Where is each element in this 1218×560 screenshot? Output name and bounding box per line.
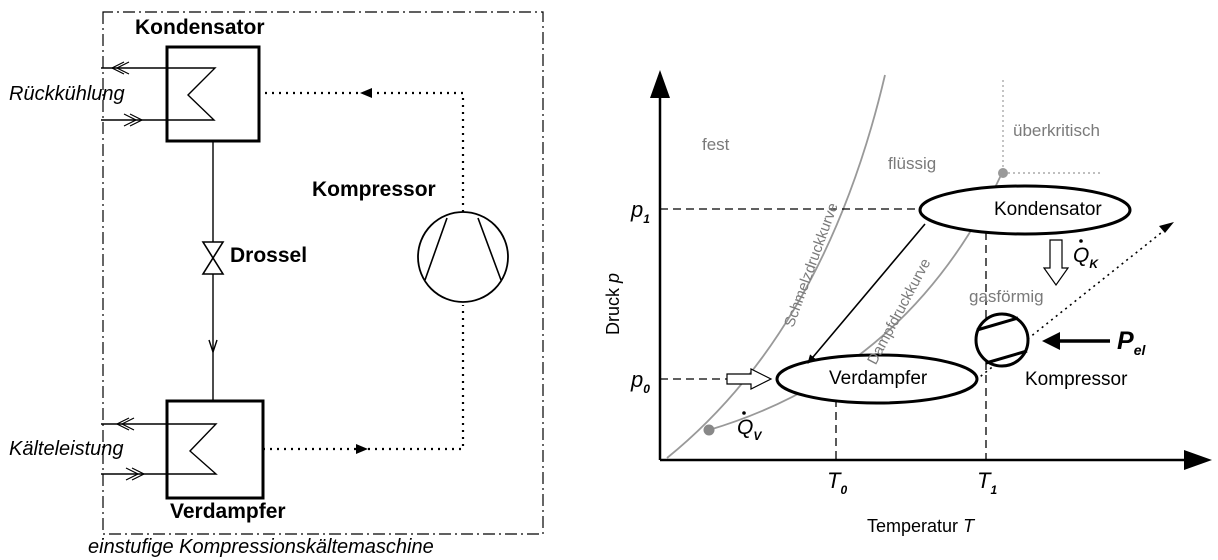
y-axis-title: Druck p — [603, 272, 623, 335]
condenser-coil-icon — [101, 67, 217, 121]
region-solid-label: fest — [702, 135, 730, 154]
suction-line — [263, 305, 465, 451]
pel-symbol: P — [1117, 327, 1134, 355]
p0-subscript: 0 — [643, 382, 650, 396]
cooling-capacity-label: Kälteleistung — [9, 438, 124, 460]
condenser-out-arrow-icon — [110, 61, 130, 75]
region-gas-label: gasförmig — [969, 287, 1044, 306]
x-axis-symbol: T — [963, 516, 975, 536]
compressor-triangle-lines — [424, 217, 502, 281]
pressure-line — [259, 91, 465, 212]
suction-arrow-icon — [356, 444, 368, 454]
evaporator-label: Verdampfer — [170, 500, 286, 523]
evaporator-out-arrow-icon — [115, 417, 135, 431]
T0-symbol: T — [827, 468, 841, 493]
diagram-compressor-label: Kompressor — [1025, 369, 1128, 390]
compression-arrow-icon — [1159, 222, 1174, 233]
liquid-line-arrow-icon — [208, 339, 218, 355]
p0-label: p0 — [631, 367, 650, 396]
evaporator-coil-icon — [101, 423, 218, 475]
power-arrow-icon — [1042, 332, 1060, 350]
diagram-condenser-label: Kondensator — [994, 199, 1102, 220]
evaporator-box — [165, 399, 265, 500]
throttle-valve-icon — [201, 241, 225, 275]
compressor-label: Kompressor — [312, 178, 436, 201]
pel-label: Pel — [1117, 327, 1145, 358]
condenser-box — [165, 45, 261, 143]
throttle-label: Drossel — [230, 244, 308, 267]
qk-dot — [1079, 239, 1083, 243]
compression-line — [975, 228, 1167, 381]
diagram-evaporator-label: Verdampfer — [829, 368, 928, 389]
p0-symbol: p — [631, 367, 644, 392]
evaporator-in-arrow-icon — [125, 467, 146, 481]
compressor-symbol-icon — [417, 211, 509, 303]
system-boundary — [102, 11, 544, 535]
region-liquid-label: flüssig — [888, 154, 937, 173]
qk-heat-arrow-icon — [1042, 239, 1070, 287]
diagram-compressor-lines — [976, 316, 1028, 365]
triple-point — [703, 424, 715, 436]
p1-label: p1 — [631, 197, 650, 226]
x-axis-label: Temperatur — [867, 516, 959, 536]
pel-subscript: el — [1133, 342, 1146, 358]
T1-label: T1 — [977, 468, 997, 497]
pressure-arrow-icon — [360, 88, 372, 98]
qk-symbol: Q — [1073, 244, 1090, 267]
y-axis-symbol: p — [603, 272, 623, 283]
qv-symbol: Q — [737, 416, 754, 439]
condenser-ellipse — [918, 184, 1132, 236]
p1-symbol: p — [631, 197, 644, 222]
condenser-in-arrow-icon — [123, 113, 144, 127]
T0-label: T0 — [827, 468, 847, 497]
qv-label: QV — [737, 416, 761, 442]
region-supercritical-label: überkritisch — [1013, 121, 1100, 140]
T1-subscript: 1 — [990, 483, 998, 497]
T0-subscript: 0 — [840, 483, 848, 497]
y-axis-arrow-icon — [650, 70, 670, 98]
qv-dot — [742, 411, 746, 415]
throttling-arrow — [807, 223, 926, 364]
critical-point — [998, 168, 1008, 178]
x-axis-title: Temperatur T — [867, 517, 974, 535]
caption: einstufige Kompressionskältemaschine — [88, 536, 434, 558]
p1-subscript: 1 — [643, 212, 650, 226]
T1-symbol: T — [977, 468, 991, 493]
qv-heat-arrow-icon — [726, 368, 773, 390]
y-axis-label: Druck — [603, 287, 623, 335]
melting-curve — [666, 74, 886, 459]
qk-label: QK — [1073, 244, 1098, 270]
condenser-label: Kondensator — [135, 16, 265, 39]
cooling-return-label: Rückkühlung — [9, 83, 125, 105]
qv-subscript: V — [753, 429, 762, 443]
x-axis-arrow-icon — [1184, 450, 1212, 470]
qk-subscript: K — [1089, 257, 1099, 271]
